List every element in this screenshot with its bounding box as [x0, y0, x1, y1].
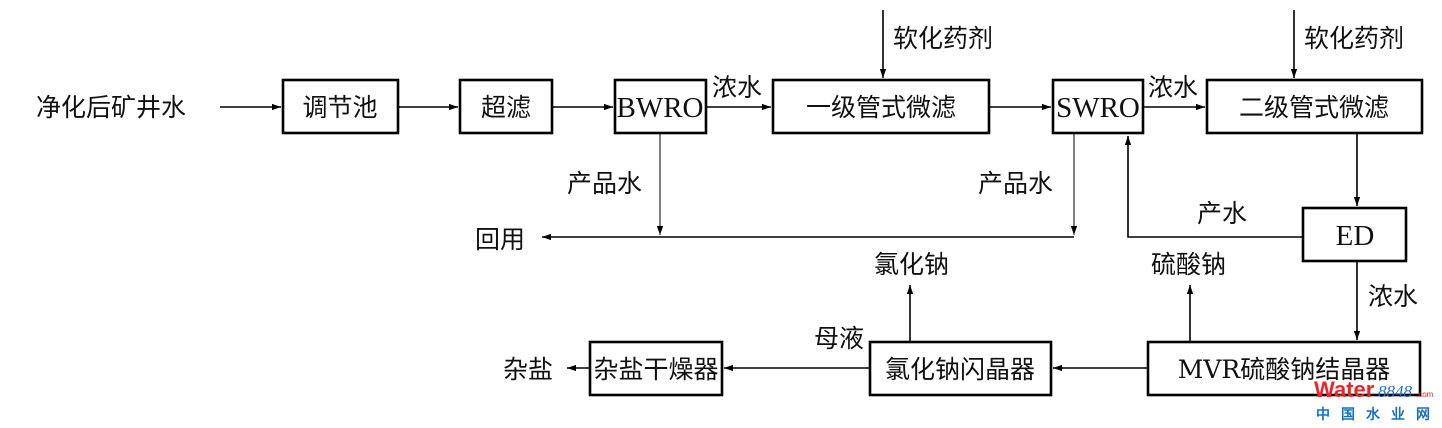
unit-label: 超滤 [481, 93, 531, 122]
swro-concentrate-label: 浓水 [1148, 73, 1198, 102]
unit-ed: ED [1301, 206, 1408, 263]
unit-bwro: BWRO [613, 78, 708, 135]
sodium-sulfate-label: 硫酸钠 [1151, 250, 1226, 279]
mixed-salt-label: 杂盐 [503, 355, 553, 384]
unit-label: 调节池 [302, 93, 377, 122]
watermark-logo: Water 8848 .com 中 国 水 业 网 [1314, 377, 1434, 423]
watermark-brand-num: 8848 [1378, 382, 1413, 401]
unit-mixed-salt-dryer: 杂盐干燥器 [588, 340, 724, 397]
ed-concentrate-label: 浓水 [1368, 282, 1418, 311]
unit-label: 一级管式微滤 [806, 93, 956, 122]
unit-nacl-flash-crystallizer: 氯化钠闪晶器 [868, 340, 1053, 397]
unit-microfiltration-1: 一级管式微滤 [771, 78, 991, 135]
unit-microfiltration-2: 二级管式微滤 [1205, 78, 1424, 135]
unit-label: SWRO [1056, 92, 1140, 124]
unit-regulating-tank: 调节池 [281, 78, 400, 135]
mother-liquor-label: 母液 [814, 324, 864, 353]
bwro-product-label: 产品水 [567, 169, 642, 198]
reuse-label: 回用 [475, 225, 525, 254]
unit-ultrafiltration: 超滤 [458, 78, 554, 135]
unit-label: 杂盐干燥器 [593, 355, 718, 384]
unit-label: ED [1336, 220, 1375, 252]
watermark-cn-2: 水 [1366, 406, 1381, 423]
unit-label: BWRO [617, 92, 704, 124]
watermark-cn-3: 业 [1391, 407, 1405, 423]
unit-label: MVR硫酸钠结晶器 [1178, 355, 1390, 384]
unit-label: 二级管式微滤 [1239, 93, 1389, 122]
reagent-label-2: 软化药剂 [1304, 24, 1404, 53]
reagent-label-1: 软化药剂 [893, 24, 993, 53]
watermark-cn-4: 网 [1416, 407, 1430, 423]
watermark-brand-suffix: .com [1416, 390, 1434, 399]
sodium-chloride-label: 氯化钠 [874, 250, 949, 279]
ed-product-label: 产水 [1197, 199, 1247, 228]
unit-mvr-crystallizer: MVR硫酸钠结晶器 [1146, 340, 1422, 397]
connectors [220, 10, 1361, 372]
unit-swro: SWRO [1051, 78, 1145, 135]
bwro-concentrate-label: 浓水 [712, 73, 762, 102]
unit-label: 氯化钠闪晶器 [885, 355, 1035, 384]
watermark-cn-0: 中 [1316, 406, 1330, 423]
swro-product-label: 产品水 [978, 169, 1053, 198]
feed-label: 净化后矿井水 [36, 93, 186, 122]
watermark-brand-en: Water [1314, 377, 1375, 402]
arrow-ed-product-to-swro [1124, 136, 1303, 238]
watermark-cn-1: 国 [1341, 407, 1355, 423]
